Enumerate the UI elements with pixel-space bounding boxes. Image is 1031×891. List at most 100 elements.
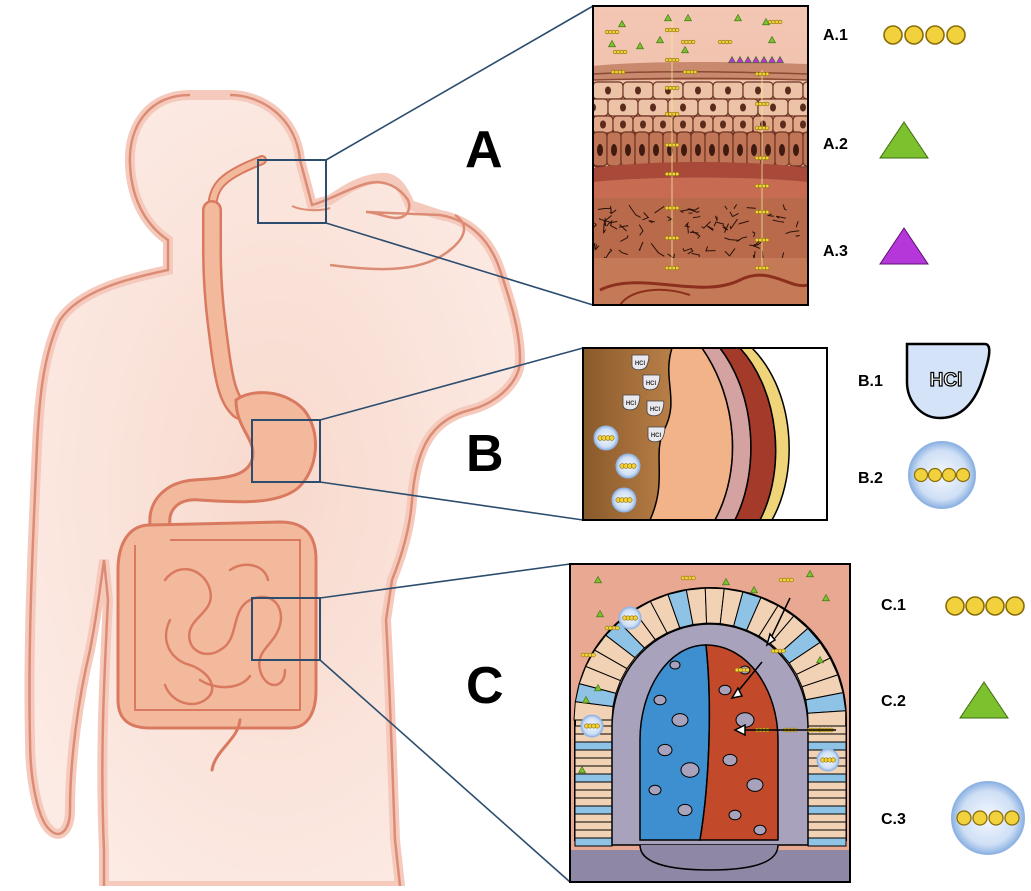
- bead-chain: [681, 576, 695, 580]
- bead-chain: [821, 758, 836, 762]
- enterocyte: [808, 774, 846, 782]
- legend-label-a3: A.3: [823, 244, 848, 260]
- vesicle: [581, 715, 603, 737]
- cell-nucleus: [720, 121, 726, 129]
- cell-nucleus: [740, 121, 746, 129]
- cell-nucleus: [779, 144, 785, 156]
- cell-nucleus: [740, 104, 746, 112]
- enterocyte: [808, 806, 846, 814]
- bead-chain: [598, 436, 614, 441]
- enterocyte: [808, 734, 846, 742]
- cell-nucleus: [620, 104, 626, 112]
- vessel-lumen-hole: [754, 825, 766, 835]
- cell-nucleus: [695, 144, 701, 156]
- enterocyte: [575, 814, 612, 822]
- enterocyte: [808, 790, 846, 798]
- cell-nucleus: [605, 87, 611, 95]
- cell-nucleus: [650, 104, 656, 112]
- cell-nucleus: [695, 87, 701, 95]
- cell-nucleus: [785, 87, 791, 95]
- cell-nucleus: [815, 87, 821, 95]
- vesicle: [619, 607, 641, 629]
- vessel-lumen-hole: [672, 714, 688, 727]
- cell-nucleus: [710, 104, 716, 112]
- svg-text:HCl: HCl: [650, 407, 661, 413]
- vessel-lumen-hole: [723, 754, 737, 765]
- enterocyte: [808, 838, 846, 846]
- enterocyte: [575, 758, 612, 766]
- cell-nucleus: [737, 144, 743, 156]
- cell-nucleus: [780, 121, 786, 129]
- bead-chain: [623, 616, 638, 620]
- enterocyte: [808, 814, 846, 822]
- enterocyte: [808, 822, 846, 830]
- cell-nucleus: [709, 144, 715, 156]
- svg-text:HCl: HCl: [646, 381, 657, 387]
- legend-icons: HCl: [880, 26, 1024, 854]
- enterocyte: [808, 798, 846, 806]
- bead-chain: [735, 668, 749, 672]
- legend-label-a2: A.2: [823, 137, 848, 153]
- bead-chain: [605, 626, 619, 630]
- enterocyte: [575, 774, 612, 782]
- enterocyte: [808, 782, 846, 790]
- vessel-lumen-hole: [681, 763, 699, 777]
- enterocyte: [575, 830, 612, 838]
- bead-chain-icon: [884, 26, 965, 44]
- legend-label-c3: C.3: [881, 812, 906, 828]
- cell-nucleus: [653, 144, 659, 156]
- enterocyte: [575, 742, 612, 750]
- legend-label-c1: C.1: [881, 598, 906, 614]
- svg-text:HCl: HCl: [626, 401, 637, 407]
- cell-nucleus: [639, 144, 645, 156]
- vessel-lumen-hole: [747, 779, 763, 792]
- legend-label-b1: B.1: [858, 374, 883, 390]
- panel-a-oral-mucosa: [578, 6, 833, 305]
- cell-nucleus: [725, 87, 731, 95]
- cell-nucleus: [800, 121, 806, 129]
- bead-chain: [620, 464, 636, 469]
- cell-nucleus: [620, 121, 626, 129]
- cell-nucleus: [597, 144, 603, 156]
- enterocyte: [575, 790, 612, 798]
- legend-label-b2: B.2: [858, 471, 883, 487]
- basal-cell: [803, 132, 817, 166]
- vesicle: [817, 749, 839, 771]
- hcl-drop-label: HCl: [930, 370, 963, 391]
- panel-c-intestinal-villus: [570, 564, 850, 882]
- cell-nucleus: [755, 87, 761, 95]
- cell-nucleus: [810, 138, 816, 146]
- vessel-lumen-hole: [729, 810, 741, 820]
- svg-text:HCl: HCl: [651, 433, 662, 439]
- panel-label-b: B: [466, 428, 504, 480]
- cell-nucleus: [640, 121, 646, 129]
- enterocyte: [575, 750, 612, 758]
- cell-nucleus: [600, 121, 606, 129]
- panel-label-c: C: [466, 660, 504, 712]
- svg-text:HCl: HCl: [635, 361, 646, 367]
- cell-nucleus: [751, 144, 757, 156]
- cell-nucleus: [770, 104, 776, 112]
- bead-chain: [884, 26, 965, 44]
- bead-chain: [585, 724, 600, 728]
- vesicle: [616, 454, 640, 478]
- cell-nucleus: [680, 104, 686, 112]
- vessel-lumen-hole: [658, 744, 672, 755]
- legend-label-c2: C.2: [881, 694, 906, 710]
- cell-nucleus: [793, 144, 799, 156]
- vessel-lumen-hole: [649, 785, 661, 795]
- cell-nucleus: [800, 104, 806, 112]
- bead-chain-icon: [946, 597, 1024, 615]
- enterocyte: [575, 822, 612, 830]
- enterocyte: [808, 830, 846, 838]
- vessel-lumen-hole: [678, 804, 692, 815]
- purple-triangle-icon: [880, 228, 928, 264]
- vesicle: [612, 488, 636, 512]
- vessel-lumen-hole: [670, 661, 680, 669]
- vessel-lumen-hole: [719, 685, 731, 695]
- bead-chain: [779, 578, 793, 582]
- green-triangle-icon: [960, 682, 1008, 718]
- cell-nucleus: [681, 144, 687, 156]
